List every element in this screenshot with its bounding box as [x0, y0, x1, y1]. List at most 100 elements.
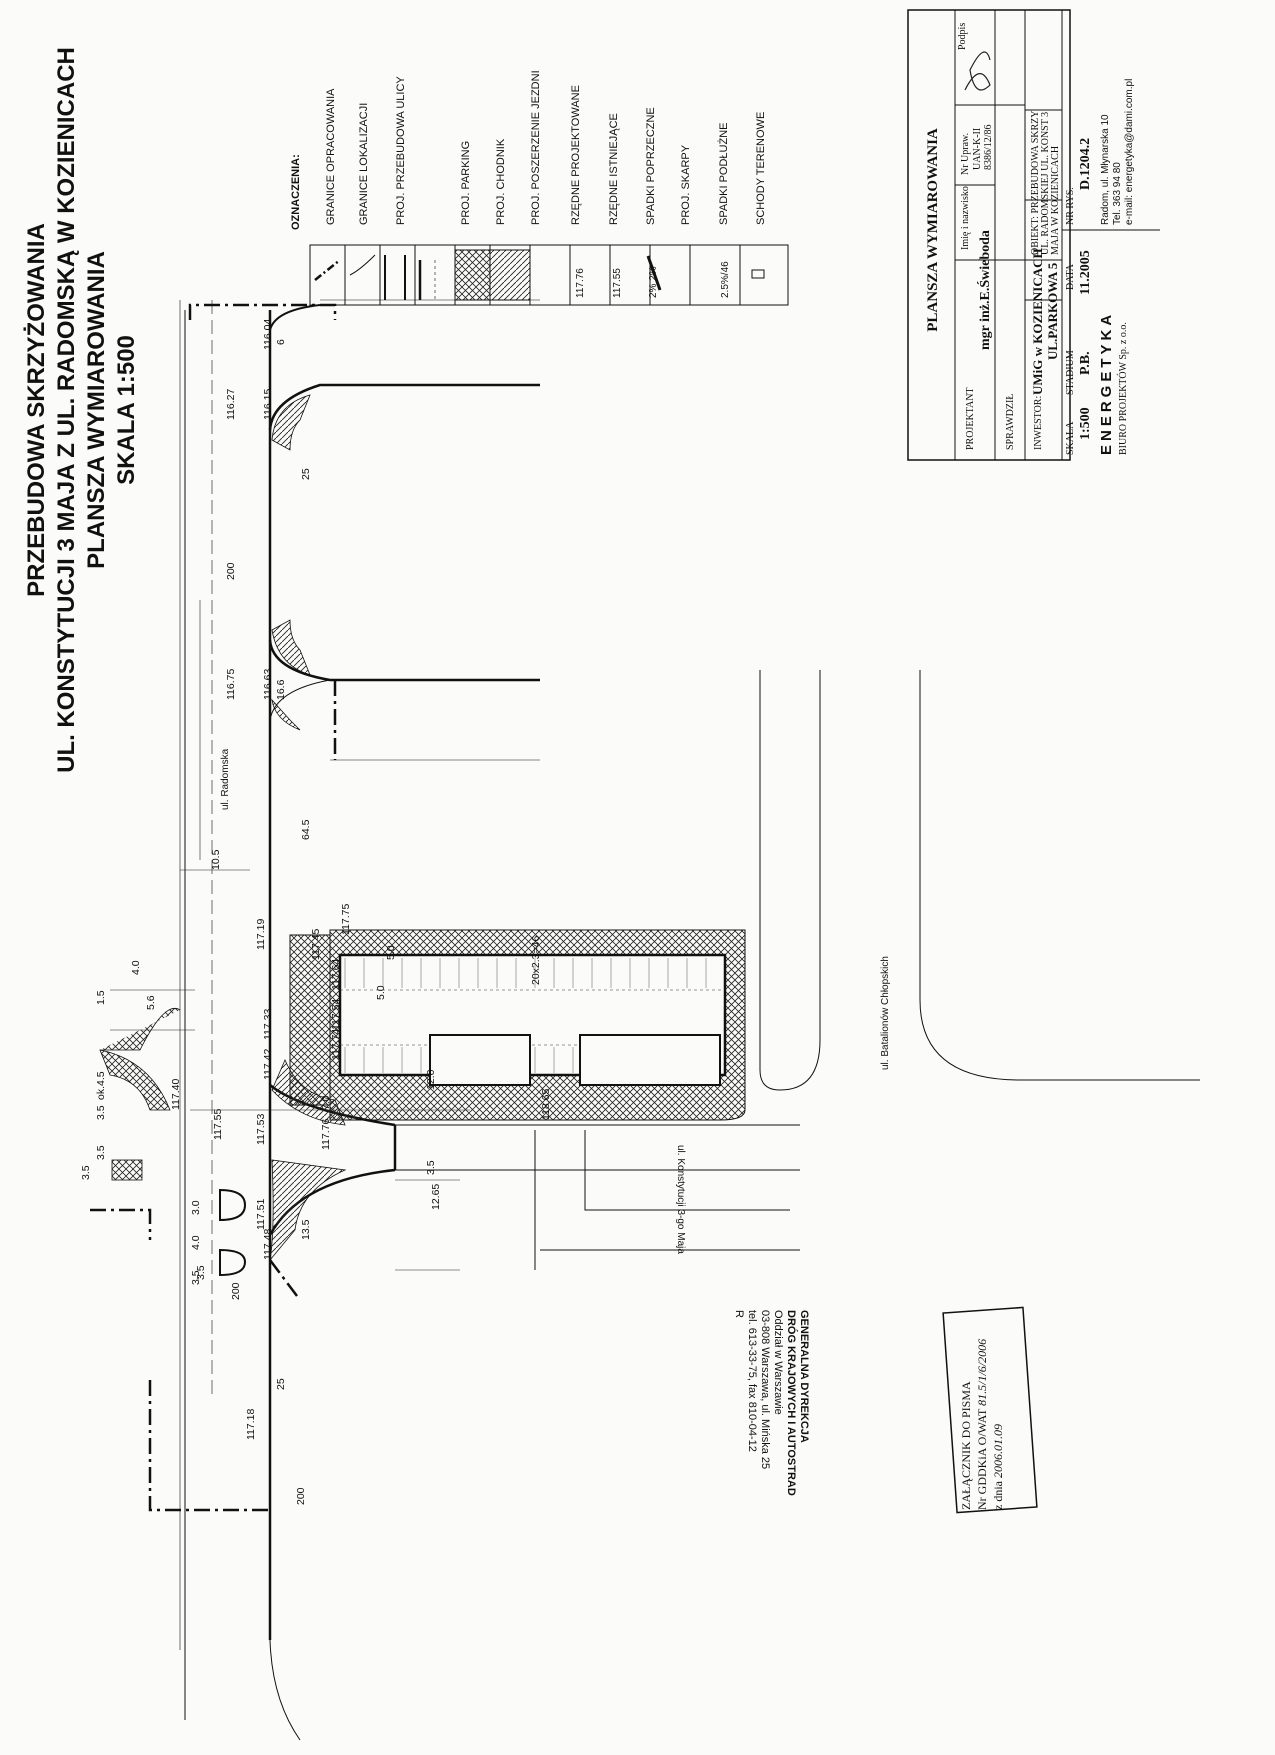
legend-item-label: SCHODY TERENOWE: [755, 111, 767, 225]
tb-licence-2: 8386/12/86: [983, 124, 994, 170]
titleblock-heading: PLANSZA WYMIAROWANIA: [925, 128, 941, 332]
elevation-label: 117.53: [255, 1113, 267, 1145]
stamp2-handwritten-date: 2006.01.09: [991, 1424, 1005, 1478]
tb-company: ENERGETYKA: [1098, 310, 1115, 455]
dimension-label: 200: [295, 1487, 307, 1505]
stamp2-line3: z dnia: [991, 1481, 1005, 1510]
tb-nrrys: D.1204.2: [1078, 137, 1093, 190]
tb-data: 11.2005: [1078, 250, 1093, 295]
stamp1-line3: Oddział w Warszawie: [772, 1310, 784, 1415]
parking-lot: [289, 929, 746, 1121]
stamp1-line1: GENERALNA DYREKCJA: [798, 1310, 810, 1443]
legend-item-label: RZĘDNE PROJEKTOWANE: [570, 85, 582, 225]
titleblock-frame: [907, 9, 1160, 461]
elevation-label: 117.18: [245, 1408, 257, 1440]
dimension-label: 20x2.3=46: [530, 935, 542, 985]
traffic-islands: [219, 1188, 247, 1277]
study-boundary: [90, 303, 337, 1512]
tb-skala-label: SKALA: [1065, 421, 1076, 455]
tb-col-name: Imię i nazwisko: [960, 186, 971, 250]
dimension-label: 3.5: [80, 1165, 92, 1180]
legend-symbol-text: 2.5%/46: [720, 261, 731, 298]
stamp1-line4: 03-808 Warszawa, ul. Mińska 25: [759, 1310, 771, 1470]
legend-item-label: SPADKI PODŁUŻNE: [718, 122, 730, 226]
elevation-label: 116.15: [262, 388, 274, 420]
elevation-label: 116.75: [225, 668, 237, 700]
dimension-label: 200: [230, 1282, 242, 1300]
legend-item-label: PROJ. PRZEBUDOWA ULICY: [395, 76, 407, 225]
tb-addr-1: Radom, ul. Młynarska 10: [1100, 114, 1111, 225]
tb-inwestor-label: INWESTOR:: [1033, 395, 1044, 450]
elevation-label: 117.19: [255, 918, 267, 950]
elevation-label: 117.33: [262, 1008, 274, 1040]
elevation-label: 118.65: [540, 1088, 552, 1120]
elevation-label: 116.27: [225, 388, 237, 420]
tb-stadium-label: STADIUM: [1065, 350, 1076, 395]
tb-projektant-label: PROJEKTANT: [965, 387, 976, 450]
legend-heading: OZNACZENIA:: [290, 154, 302, 230]
legend-item-label: PROJ. PARKING: [460, 140, 472, 225]
street-batalionow: ul. Batalionów Chłopskich: [880, 956, 891, 1070]
dimension-label: 64.5: [300, 819, 312, 840]
elevation-label: 116.04: [262, 318, 274, 350]
dimension-label: 7.0: [320, 1095, 332, 1110]
tb-data-label: DATA: [1065, 264, 1076, 290]
dimension-label: 10.5: [210, 849, 222, 870]
elevation-label: 117.75: [340, 903, 352, 935]
legend-item-label: PROJ. CHODNIK: [495, 138, 507, 225]
elevation-label: 117.76: [320, 1118, 332, 1150]
tb-inwestor-2: UL.PARKOWA 5: [1045, 262, 1060, 360]
legend-item-label: PROJ. SKARPY: [680, 144, 692, 225]
elevation-label: 117.55: [212, 1108, 224, 1140]
elevation-label: 117.74: [330, 1028, 342, 1060]
tb-col-licence: Nr Upraw.: [960, 132, 971, 175]
dimension-label: 13.5: [300, 1219, 312, 1240]
legend-item-label: GRANICE LOKALIZACJI: [358, 102, 370, 225]
dimension-label: 5.6: [145, 995, 157, 1010]
stamp1-line6: R: [733, 1310, 745, 1318]
dimension-label: 16.6: [275, 679, 287, 700]
stamp2-handwritten-number: 81.5/1/6/2006: [975, 1338, 989, 1406]
legend-item-label: RZĘDNE ISTNIEJĄCE: [608, 113, 620, 225]
legend-symbol-text: 117.76: [575, 268, 586, 298]
tb-inwestor-1: UMiG w KOZIENICACH: [1030, 248, 1045, 395]
legend-item-label: SPADKI POPRZECZNE: [645, 107, 657, 225]
tb-licence-1: UAN-K-II: [972, 127, 983, 170]
signature-icon: [964, 51, 991, 91]
tb-addr-3: e-mail: energetyka@dami.com.pl: [1124, 78, 1135, 225]
dimension-label: 3.5: [425, 1160, 437, 1175]
dimension-label: 3.5: [95, 1105, 107, 1120]
dimension-label: 200: [225, 562, 237, 580]
dimension-lines: [110, 600, 470, 1271]
dimension-label: 4.0: [130, 960, 142, 975]
attachment-stamp-frame: [942, 1306, 1038, 1514]
legend-item-label: GRANICE OPRACOWANIA: [325, 88, 337, 226]
tb-company-sub: BIURO PROJEKTÓW Sp. z o.o.: [1118, 322, 1129, 455]
dimension-label: ok.4.5: [95, 1071, 107, 1100]
tb-skala: 1:500: [1078, 407, 1093, 440]
street-konstytucji: ul. Konstytucji 3-go Maja: [675, 1145, 686, 1254]
tb-sprawdzil: SPRAWDZIŁ: [1005, 393, 1016, 450]
elevation-label: 117.64: [330, 958, 342, 990]
dimension-label: 1.5: [95, 990, 107, 1005]
tb-nrrys-label: NR RYS.: [1065, 187, 1076, 225]
dimension-label: 3.0: [190, 1200, 202, 1215]
side-streets: [268, 299, 540, 761]
elevation-label: 117.42: [262, 1048, 274, 1080]
stamp1-line2: DRÓG KRAJOWYCH I AUTOSTRAD: [785, 1310, 797, 1496]
elevation-label: 117.40: [170, 1078, 182, 1110]
dimension-label: 12.0: [425, 1069, 437, 1090]
stamp2-line1: ZAŁĄCZNIK DO PISMA: [959, 1381, 973, 1510]
gddkia-stamp: GENERALNA DYREKCJA DRÓG KRAJOWYCH I AUTO…: [732, 1310, 810, 1496]
legend-item-label: PROJ. POSZERZENIE JEZDNI: [530, 70, 542, 225]
tb-obiekt-3: MAJA W KOZIENICACH: [1050, 145, 1061, 255]
elevation-label: 117.48: [262, 1228, 274, 1260]
dimension-label: 25: [300, 468, 312, 480]
tb-projektant-name: mgr inż.E.Świeboda: [978, 230, 993, 350]
elevation-label: 116.63: [262, 668, 274, 700]
legend-symbol-text: 2% 2%: [648, 266, 659, 298]
dimension-label: 5.0: [375, 985, 387, 1000]
attachment-stamp: ZAŁĄCZNIK DO PISMA Nr GDDKiA O/WAT 81.5/…: [958, 1339, 1006, 1510]
legend-symbol-text: 117.55: [612, 268, 623, 298]
